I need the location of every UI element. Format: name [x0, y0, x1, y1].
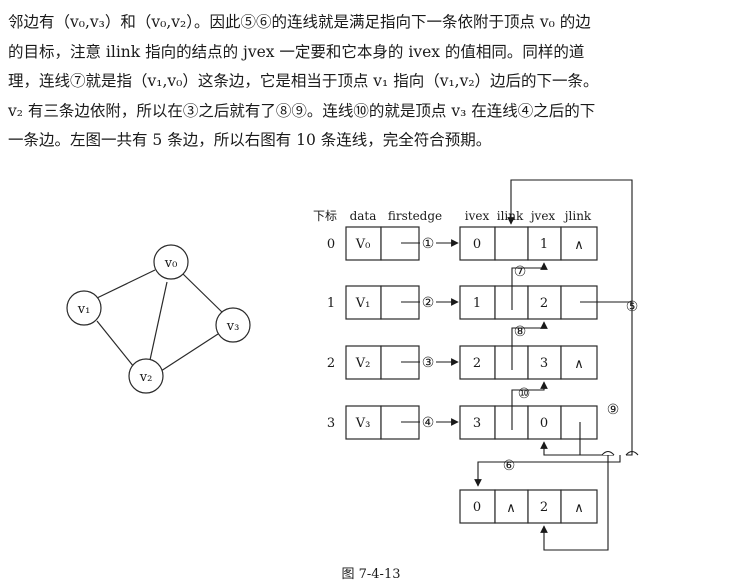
- edge-ivex: 2: [473, 356, 481, 371]
- link-8-line: [511, 321, 548, 370]
- edge-jlink: ∧: [574, 238, 584, 253]
- edge-jvex: 1: [540, 237, 548, 252]
- edge-ivex: 0: [473, 500, 481, 515]
- text-line: 的目标，注意 ilink 指向的结点的 jvex 一定要和它本身的 ivex 的…: [8, 42, 585, 61]
- link-label-4: ④: [422, 415, 435, 431]
- graph-edge-v2-v3: [160, 333, 219, 372]
- graph-edge-v0-v2: [149, 281, 168, 361]
- link-5b-line: [626, 302, 633, 456]
- text-line: 理，连线⑦就是指（v₁,v₀）这条边，它是相当于顶点 v₁ 指向（v₁,v₂）边…: [8, 72, 599, 90]
- link-label-7: ⑦: [514, 264, 527, 280]
- link-7-line: [511, 262, 548, 310]
- link-label-10: ⑩: [518, 386, 531, 402]
- link-label-9: ⑨: [607, 402, 620, 418]
- header-ivex: ivex: [465, 209, 490, 223]
- graph-vertex-label: v₁: [77, 302, 91, 317]
- header-ilink: ilink: [497, 209, 524, 223]
- link-label-2: ②: [422, 295, 435, 311]
- firstedge-links: [401, 239, 459, 426]
- link-label-3: ③: [422, 355, 435, 371]
- graph-vertex: v₁: [66, 290, 102, 326]
- link-6-line: [474, 455, 621, 487]
- row-index: 1: [327, 296, 335, 311]
- edge-ivex: 1: [473, 296, 481, 311]
- edge-jlink: ∧: [574, 357, 584, 372]
- graph-vertex: v₂: [128, 358, 164, 394]
- graph-vertex-label: v₀: [164, 256, 178, 271]
- vertex-array: [345, 226, 420, 440]
- edge-jlink: ∧: [574, 501, 584, 516]
- firstedge-link-labels: ① ② ③ ④: [422, 236, 435, 431]
- edge-jvex: 2: [540, 500, 548, 515]
- graph-edge-v1-v2: [96, 320, 135, 368]
- table-header: 下标 data firstedge ivex ilink jvex jlink: [313, 209, 592, 223]
- graph-vertex-label: v₂: [139, 370, 153, 385]
- vertex-data: V₂: [355, 356, 371, 371]
- edge-jvex: 3: [540, 356, 548, 371]
- header-jlink: jlink: [563, 209, 592, 223]
- wire-crossings: [601, 450, 639, 456]
- text-line: 邻边有（v₀,v₃）和（v₀,v₂）。因此⑤⑥的连线就是满足指向下一条依附于顶点…: [8, 13, 591, 31]
- edge-ivex: 0: [473, 237, 481, 252]
- header-firstedge: firstedge: [388, 209, 442, 223]
- edge-jvex: 2: [540, 296, 548, 311]
- link-10-line: [511, 381, 548, 430]
- link-back-line: [540, 441, 614, 456]
- graph-vertex: v₀: [153, 244, 189, 280]
- row-index: 0: [327, 237, 335, 252]
- graph-vertex: v₃: [215, 307, 251, 343]
- link-label-1: ①: [422, 236, 435, 252]
- link-label-5: ⑤: [626, 299, 639, 315]
- graph-edge-v0-v3: [181, 272, 226, 316]
- vertex-data: V₁: [355, 296, 371, 311]
- row-index: 3: [327, 416, 335, 431]
- edge-links: [474, 179, 633, 551]
- link-5-line: [507, 179, 633, 303]
- undirected-graph: [96, 269, 226, 372]
- header-index: 下标: [313, 209, 337, 223]
- vertex-data: V₃: [355, 416, 371, 431]
- link-label-8: ⑧: [514, 324, 527, 340]
- link-label-6: ⑥: [503, 458, 516, 474]
- explanation-paragraph: 邻边有（v₀,v₃）和（v₀,v₂）。因此⑤⑥的连线就是满足指向下一条依附于顶点…: [8, 8, 736, 156]
- row-index: 2: [327, 356, 335, 371]
- figure-caption: 图 7-4-13: [341, 567, 401, 582]
- header-data: data: [350, 209, 377, 223]
- edge-jvex: 0: [540, 416, 548, 431]
- edge-link-labels: ⑤ ⑦ ⑧ ⑩ ⑨ ⑥: [503, 264, 639, 474]
- edge-node-cells: [459, 226, 598, 524]
- vertex-data: V₀: [355, 237, 371, 252]
- edge-node-text: 0 1 ∧ 1 2 2 3 ∧ 3 0 0 ∧ 2 ∧: [473, 237, 584, 516]
- edge-ivex: 3: [473, 416, 481, 431]
- header-jvex: jvex: [529, 209, 556, 223]
- text-line: v₂ 有三条边依附，所以在③之后就有了⑧⑨。连线⑩的就是顶点 v₃ 在连线④之后…: [8, 101, 596, 120]
- edge-ilink: ∧: [506, 501, 516, 516]
- vertex-array-text: 0 V₀ 1 V₁ 2 V₂ 3 V₃: [327, 237, 370, 431]
- graph-vertex-label: v₃: [226, 319, 240, 334]
- link-9-line: [540, 422, 609, 551]
- graph-edge-v0-v1: [96, 269, 156, 299]
- text-line: 一条边。左图一共有 5 条边，所以右图有 10 条连线，完全符合预期。: [8, 131, 492, 149]
